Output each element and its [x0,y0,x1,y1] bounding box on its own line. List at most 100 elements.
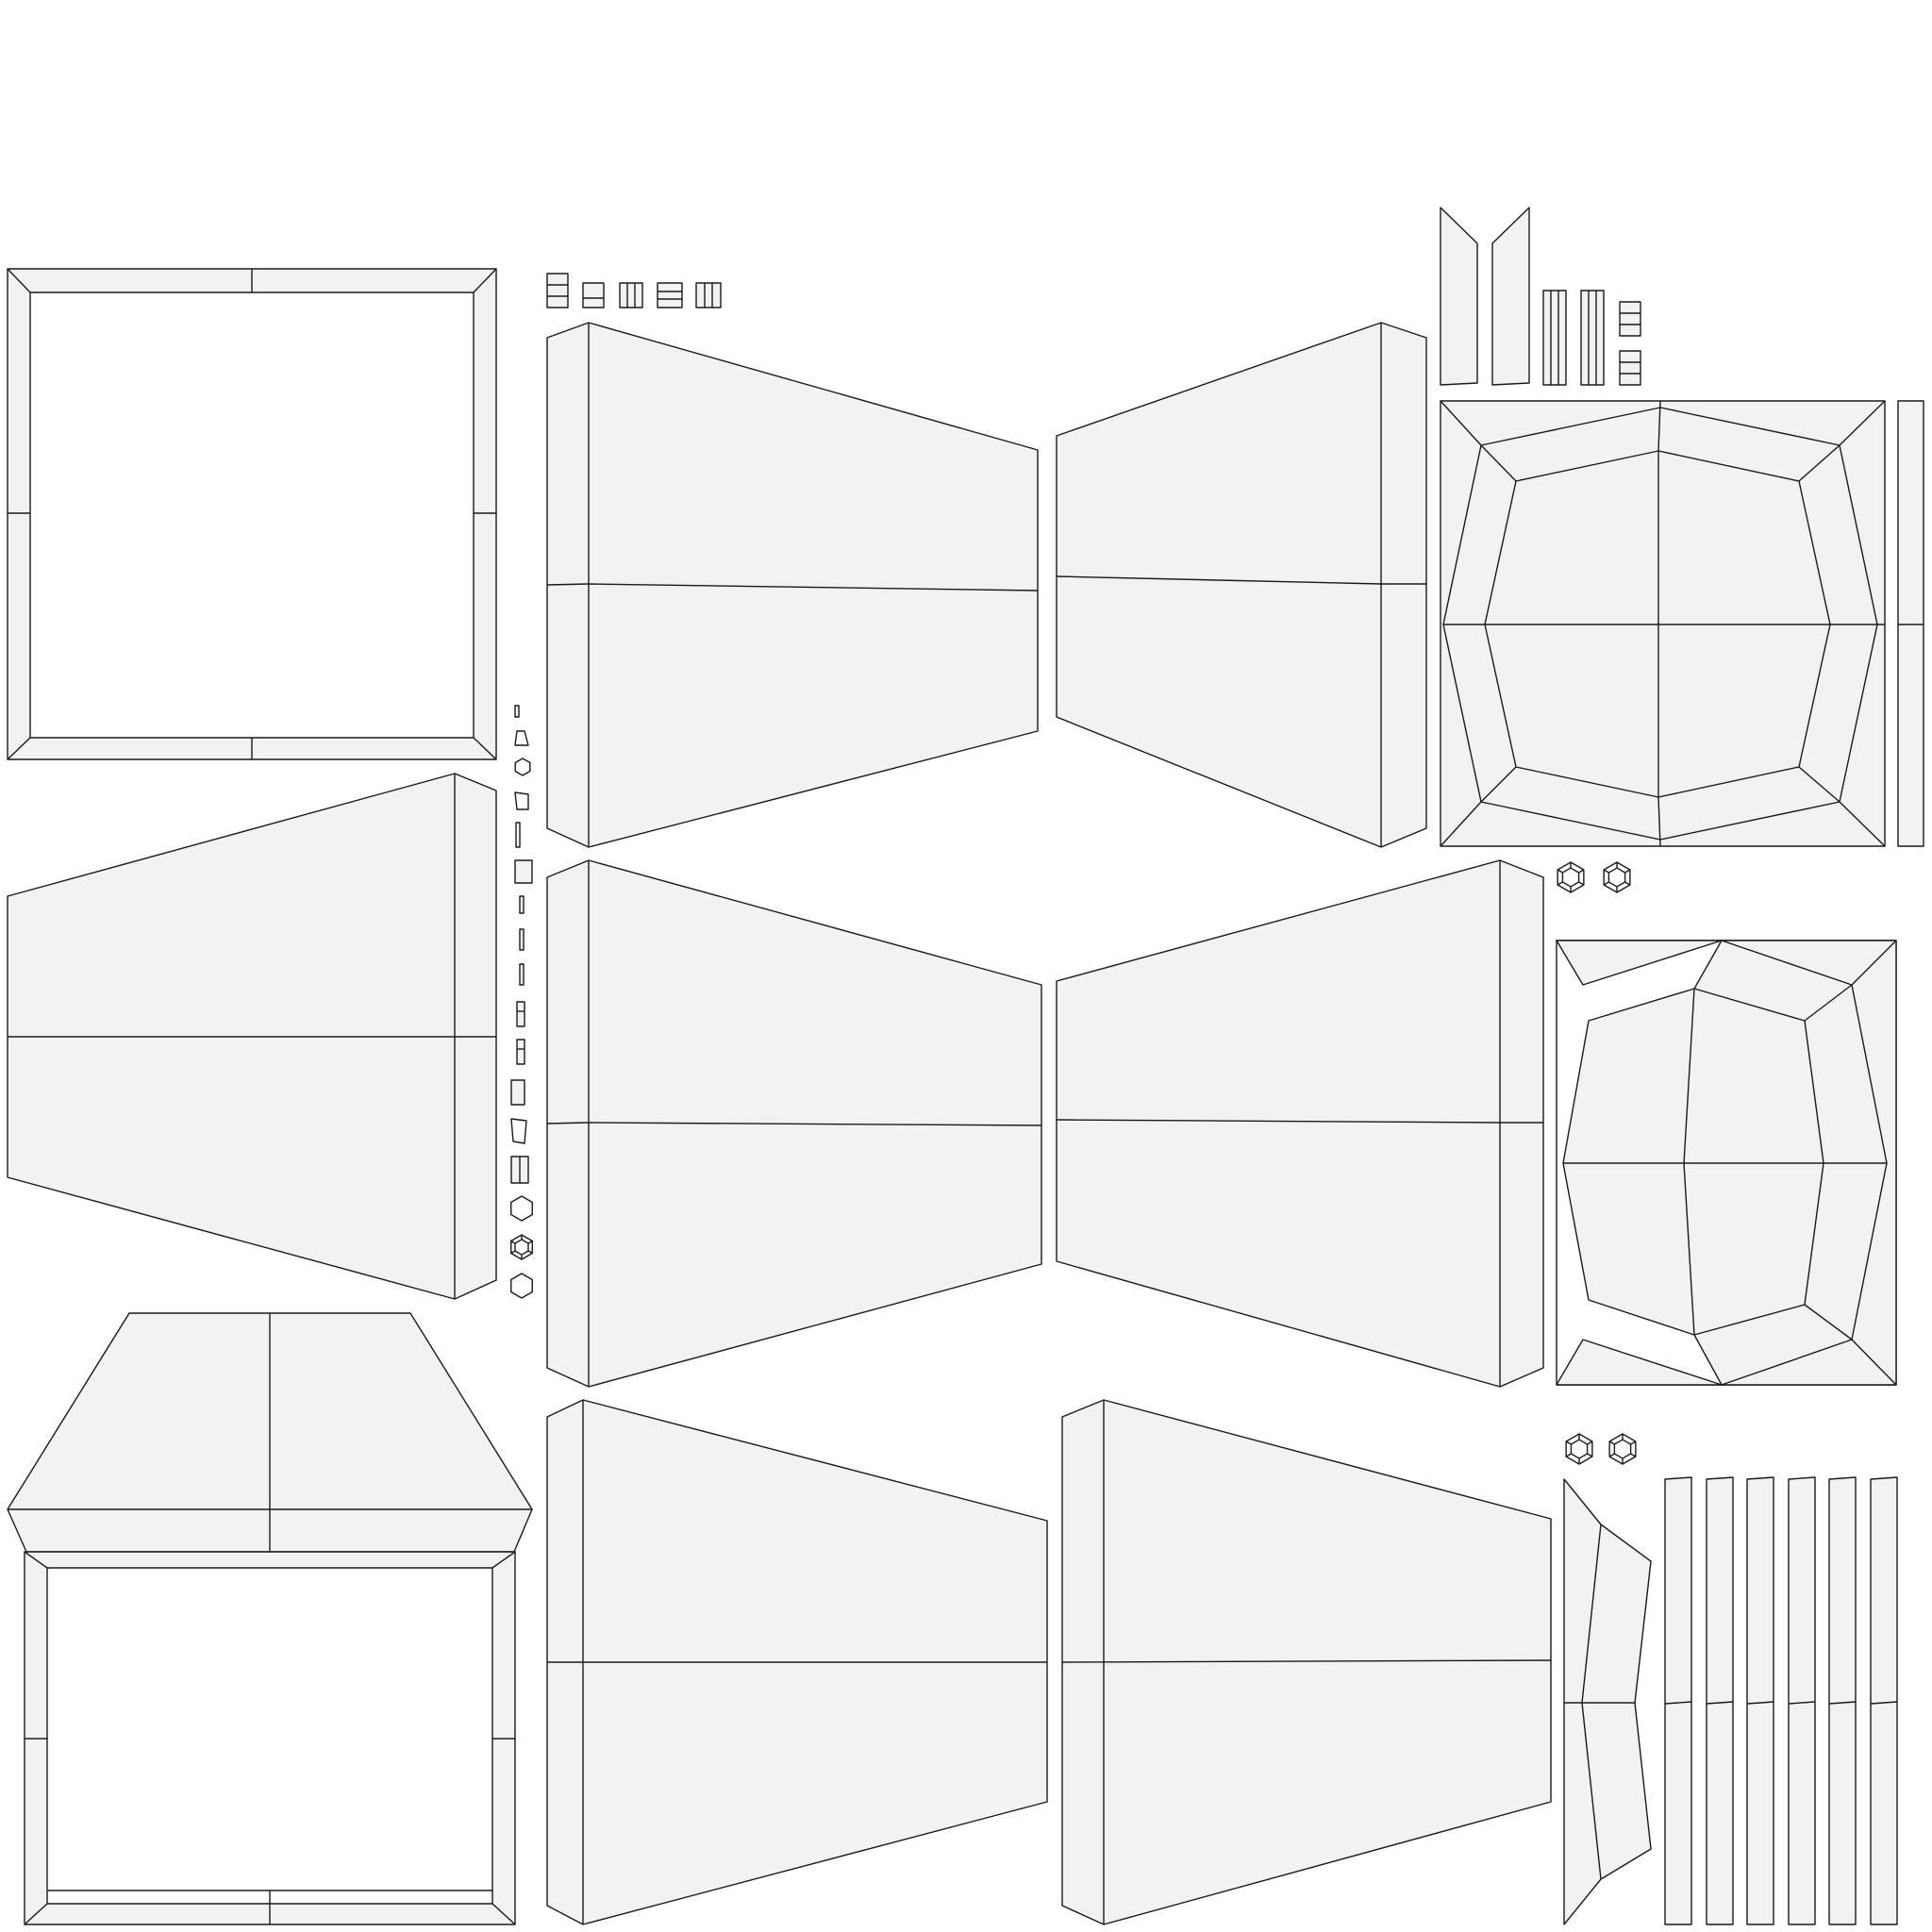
bolt-hex-1-spoke [1557,881,1563,886]
bolt-hex-3-spoke [1565,1453,1572,1457]
small-piece-3 [619,282,643,308]
tiny-piece-8 [519,963,525,986]
uv-seam-line [1721,1339,1853,1386]
uv-seam-line [491,1903,516,1925]
hex-icon-2-inner [514,1239,529,1256]
uv-seam-line [1851,1339,1897,1386]
bolt-hex-1-spoke [1578,869,1585,874]
bolt-hex-2-spoke [1603,869,1609,874]
small-piece-1 [546,273,569,308]
slanted-strip-2 [1491,207,1530,386]
tiny-piece-10 [516,1039,525,1065]
uv-seam-line [1851,940,1897,986]
tiny-piece-6 [519,895,525,914]
uv-seam-line [1721,940,1853,986]
tiny-piece-11 [510,1079,525,1106]
bolt-hex-4-spoke [1608,1441,1615,1445]
vertical-strip-3 [1746,1476,1774,1925]
vertical-block-2 [1580,290,1605,386]
tiny-piece-2 [514,730,529,746]
bolt-hex-1-spoke [1557,869,1563,874]
bolt-hex-3-spoke [1587,1441,1593,1445]
tiny-piece-12 [510,1118,527,1144]
uv-seam-line [473,268,497,293]
uv-seam-line [1581,1702,1602,1880]
uv-seam-line [1870,1701,1898,1705]
uv-seam-line [1061,1659,1552,1663]
small-block-1 [1619,301,1641,337]
bolt-hex-2-spoke [1624,881,1631,886]
uv-seam-line [1798,766,1840,803]
uv-seam-line [1440,801,1482,847]
small-piece-4 [657,282,683,308]
uv-seam-line [1788,1701,1816,1705]
tiny-piece-5 [514,859,533,884]
uv-seam-line [1056,575,1382,585]
small-block-2 [1619,350,1641,386]
frame-inner [29,291,475,739]
uv-seam-line [7,737,31,760]
uv-seam-line [1440,400,1482,446]
uv-seam-line [1804,1020,1824,1164]
uv-seam-line [1839,801,1886,847]
bolt-hex-3-spoke [1587,1453,1593,1457]
tiny-piece-3 [514,791,529,810]
hex-icon-3 [510,1273,533,1299]
uv-seam-line [588,1122,1042,1126]
tiny-piece-1 [514,705,520,718]
cap2-corner-top [1556,940,1723,986]
uv-seam-line [588,583,1039,591]
small-piece-5 [695,282,722,308]
uv-seam-line [546,1122,590,1124]
uv-seam-line [1828,1701,1857,1705]
uv-seam-line [1664,1701,1692,1705]
uv-seam-line [1746,1701,1774,1705]
panel-row1-right [1056,322,1427,848]
uv-seam-line [1798,444,1840,482]
bolt-hex-2-spoke [1624,869,1631,874]
uv-seam-line [1056,1119,1501,1124]
cap-side-strip [1897,400,1924,847]
uv-seam-line [1657,400,1661,452]
cap2-inner [1683,984,1888,1341]
bolt-hex-4-spoke [1608,1453,1615,1457]
bolt-hex-1-inner [1561,867,1580,888]
vertical-strip-6 [1870,1476,1898,1925]
bolt-hex-4-spoke [1630,1441,1637,1445]
vertical-strip-2 [1706,1476,1734,1925]
bolt-hex-1-spoke [1578,881,1585,886]
hex-icon-2-spoke [510,1240,516,1244]
bolt-hex-2-inner [1607,867,1626,888]
vertical-strip-5 [1828,1476,1857,1925]
vertical-strip-4 [1788,1476,1816,1925]
uv-seam-line [473,737,497,760]
uv-seam-line [7,268,31,293]
uv-seam-line [1804,1162,1824,1306]
vertical-strip-1 [1664,1476,1692,1925]
bolt-hex-3-inner [1570,1439,1589,1459]
uv-seam-line [491,1551,516,1569]
uv-seam-line [1657,796,1661,847]
hex-icon-2-spoke [527,1240,533,1244]
panel-row2-mid-right [1056,859,1544,1388]
vertical-block-1 [1542,290,1567,386]
bolt-hex-2-spoke [1603,881,1609,886]
hex-icon-2-spoke [510,1250,516,1255]
uv-seam-line [1839,400,1886,446]
tiny-piece-4 [515,822,521,848]
uv-seam-line [1706,1701,1734,1705]
bolt-hex-4-inner [1613,1439,1632,1459]
uv-seam-line [24,1551,48,1569]
uv-seam-line [546,583,590,586]
uv-islands [7,207,1924,1925]
hex-icon-1 [510,1195,533,1222]
uv-seam-line [24,1903,48,1925]
tiny-hex-1 [514,758,531,776]
hex-icon-2-spoke [527,1250,533,1255]
cap2-corner-bottom [1556,1339,1723,1386]
bolt-hex-4-spoke [1630,1453,1637,1457]
bolt-hex-3-spoke [1565,1441,1572,1445]
small-piece-2 [582,282,605,308]
slanted-strip-1 [1440,207,1478,386]
